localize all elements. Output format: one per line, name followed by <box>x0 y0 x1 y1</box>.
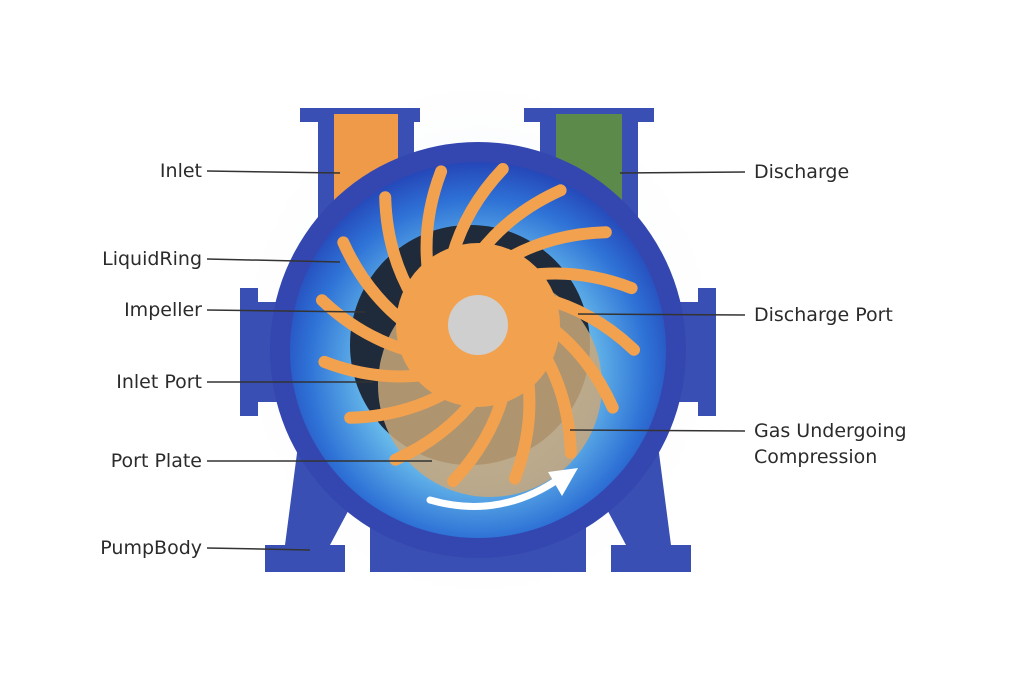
shaft <box>448 295 508 355</box>
label-gas-compression: Gas Undergoing Compression <box>754 418 907 470</box>
label-gas-compression-line1: Gas Undergoing <box>754 420 907 442</box>
label-inlet: Inlet <box>159 160 202 182</box>
leader-lines <box>206 170 746 551</box>
label-impeller: Impeller <box>124 299 202 321</box>
rotation-arrow-icon <box>426 468 578 510</box>
label-discharge: Discharge <box>754 161 850 183</box>
label-port-plate: Port Plate <box>110 450 202 472</box>
label-gas-compression-line2: Compression <box>754 446 878 468</box>
label-liquid-ring: LiquidRing <box>102 248 202 270</box>
label-inlet-port: Inlet Port <box>116 371 202 393</box>
label-discharge-port: Discharge Port <box>754 304 893 326</box>
label-pump-body: PumpBody <box>100 537 202 559</box>
